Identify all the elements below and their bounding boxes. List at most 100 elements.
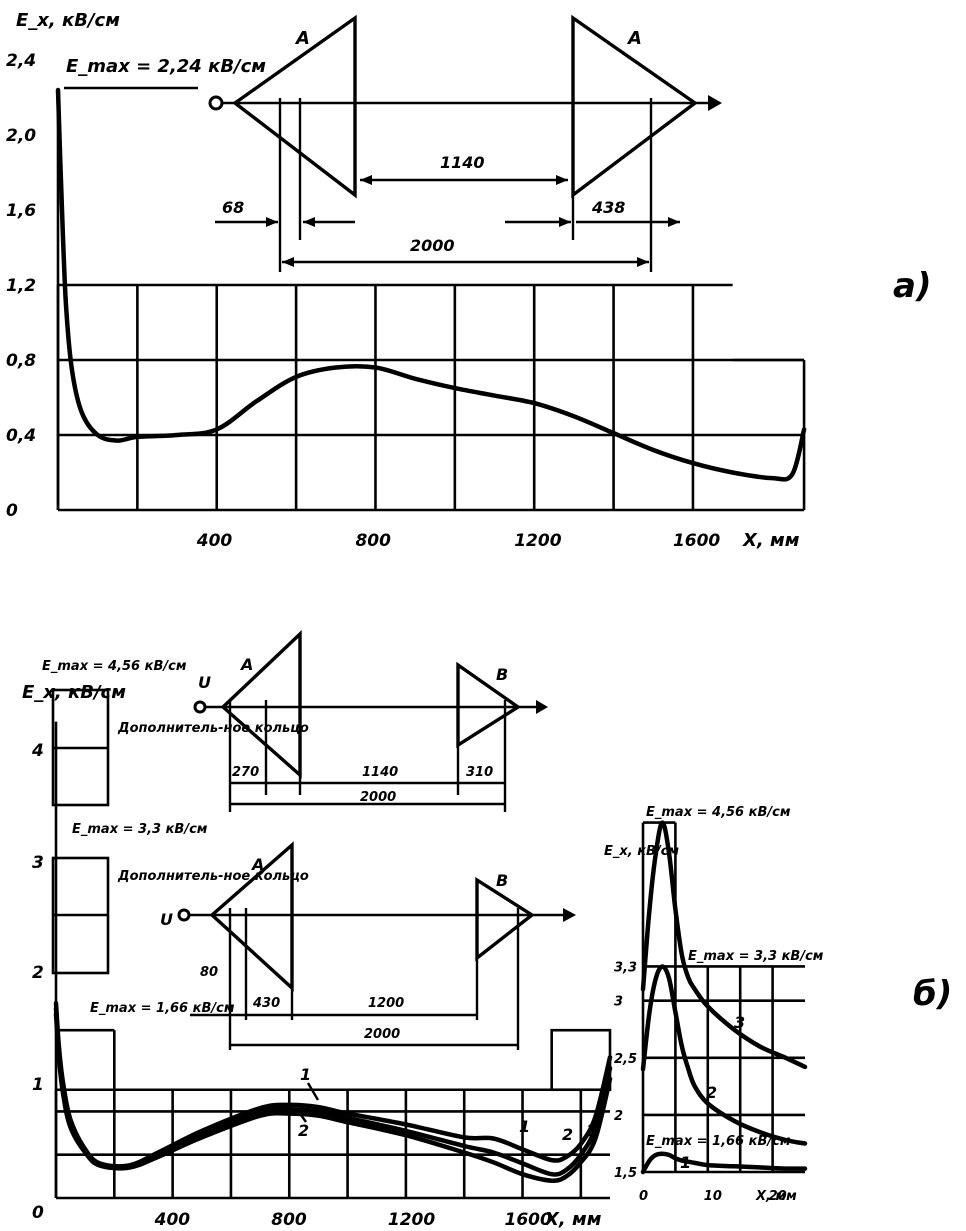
electrode-b-1: [456, 661, 522, 749]
panel-a-electrode-diagram: A A 1140 68 438: [208, 14, 722, 272]
terminal-circle-icon: [177, 908, 191, 922]
dim-1140: 1140: [440, 153, 485, 172]
dim-2000-b1: 2000: [360, 790, 396, 805]
panel-a-grid: [56, 90, 806, 512]
panel-b-ylabel: E_x, кВ/см: [22, 682, 126, 703]
arrowhead-icon: [303, 217, 315, 227]
arrowhead-icon: [282, 257, 294, 267]
y-tick-label: 4: [31, 741, 44, 761]
x-tick-label: 800: [271, 1210, 307, 1230]
arrowhead-icon: [559, 217, 571, 227]
x-tick-label: 1600: [673, 531, 720, 551]
inset-emax-3: E_max = 1,66 кВ/см: [646, 1134, 791, 1149]
arrowhead-icon: [360, 175, 372, 185]
panel-a-label: a): [893, 266, 931, 306]
curve-label-3-right: 3: [586, 1121, 597, 1140]
dim-270: 270: [232, 765, 259, 780]
inset-curve-label-1: 1: [680, 1153, 691, 1172]
electrode-label-b-2: B: [496, 871, 508, 890]
dim-430: 430: [252, 996, 280, 1011]
grid-box: [550, 1028, 612, 1092]
panel-b-ticks: 0 1 2 3 4 400 800 1200 1600: [31, 741, 552, 1230]
inset-series-1-curve: [640, 1151, 808, 1175]
dim-68: 68: [222, 198, 244, 217]
electrode-label-a-2: A: [250, 855, 264, 874]
electrode-a-left: [232, 14, 357, 199]
y-tick-label: 1: [32, 1075, 44, 1095]
panel-a-emax-label: E_max = 2,24 кВ/см: [66, 56, 266, 77]
source-label-1: U: [198, 673, 211, 692]
y-tick-label: 0: [32, 1203, 44, 1223]
series-3-curve: [53, 1006, 613, 1177]
panel-a-xlabel: X, мм: [742, 530, 800, 551]
panel-b-emax-2: E_max = 3,3 кВ/см: [72, 822, 208, 837]
y-tick-label: 2: [32, 963, 44, 983]
inset-x-tick-label: 10: [704, 1189, 722, 1204]
y-tick-label: 2,4: [6, 51, 36, 71]
dim-438: 438: [591, 198, 625, 217]
inset-y-tick-label: 3,3: [614, 960, 637, 975]
inset-x-tick-label: 0: [639, 1189, 648, 1204]
panel-b-xlabel: X, мм: [544, 1209, 602, 1230]
arrowhead-icon: [637, 257, 649, 267]
dim-1140-b: 1140: [362, 765, 398, 780]
electrode-label-right: A: [626, 28, 642, 49]
inset-series-3-curve: [640, 820, 808, 1070]
electrode-label-b-1: B: [496, 665, 508, 684]
dim-1200: 1200: [368, 996, 404, 1011]
y-tick-label: 0: [6, 501, 18, 521]
panel-b-curves: [53, 1000, 613, 1183]
arrow-right-icon: [708, 95, 722, 111]
ring-label-2: Дополнитель-ное кольцо: [117, 869, 309, 884]
y-tick-label: 0,8: [6, 351, 36, 371]
arrowhead-icon: [556, 175, 568, 185]
inset-ylabel: E_x, кВ/см: [604, 844, 679, 859]
y-tick-label: 1,6: [6, 201, 36, 221]
curve-label-2-right: 2: [562, 1125, 573, 1144]
panel-b-emax-3: E_max = 1,66 кВ/см: [90, 1001, 235, 1016]
inset-x-tick-label: 20: [769, 1189, 787, 1204]
inset-curve-label-3: 3: [734, 1013, 745, 1032]
dim-2000-b2: 2000: [364, 1027, 400, 1042]
inset-y-tick-label: 2: [614, 1109, 623, 1124]
inset-curve-label-2: 2: [706, 1083, 717, 1102]
electrode-a-2: [209, 841, 294, 992]
curve-label-1-right: 1: [519, 1117, 530, 1136]
terminal-circle-icon: [193, 700, 207, 714]
y-tick-label: 0,4: [6, 426, 36, 446]
source-label-2: U: [160, 910, 173, 929]
dim-80: 80: [200, 965, 218, 980]
panel-a-ylabel: E_x, кВ/см: [16, 10, 120, 31]
panel-b-electrode-diagram-2: Дополнитель-ное кольцо U A B 80 430 1200…: [117, 841, 576, 1050]
inset-y-tick-label: 1,5: [614, 1166, 637, 1181]
panel-b-grid: [54, 721, 612, 1200]
x-tick-label: 800: [355, 531, 391, 551]
x-tick-label: 400: [196, 531, 233, 551]
arrow-right-icon: [563, 908, 576, 922]
inset-xlabel: X, мм: [755, 1189, 797, 1204]
terminal-circle-icon: [208, 95, 224, 111]
curve-label-1: 1: [300, 1065, 311, 1084]
inset-emax-2: E_max = 3,3 кВ/см: [688, 949, 824, 964]
series-1-curve: [53, 1000, 613, 1169]
panel-a-curve: [55, 87, 807, 482]
inset-grid: [641, 821, 805, 1174]
curve-leader: [306, 1082, 320, 1101]
y-tick-label: 1,2: [6, 276, 36, 296]
y-tick-label: 3: [32, 853, 44, 873]
x-tick-label: 400: [154, 1210, 191, 1230]
curve-leader: [295, 1107, 307, 1123]
electrode-a-1: [220, 630, 302, 779]
dim-310: 310: [466, 765, 493, 780]
electrode-label-left: A: [294, 28, 310, 49]
arrowhead-icon: [668, 217, 680, 227]
panel-b-electrode-diagram-1: Дополнитель-ное кольцо U A B 270 1140 31…: [117, 630, 548, 812]
x-tick-label: 1600: [505, 1210, 552, 1230]
dim-2000: 2000: [410, 236, 455, 255]
inset-y-tick-label: 3: [614, 995, 623, 1010]
